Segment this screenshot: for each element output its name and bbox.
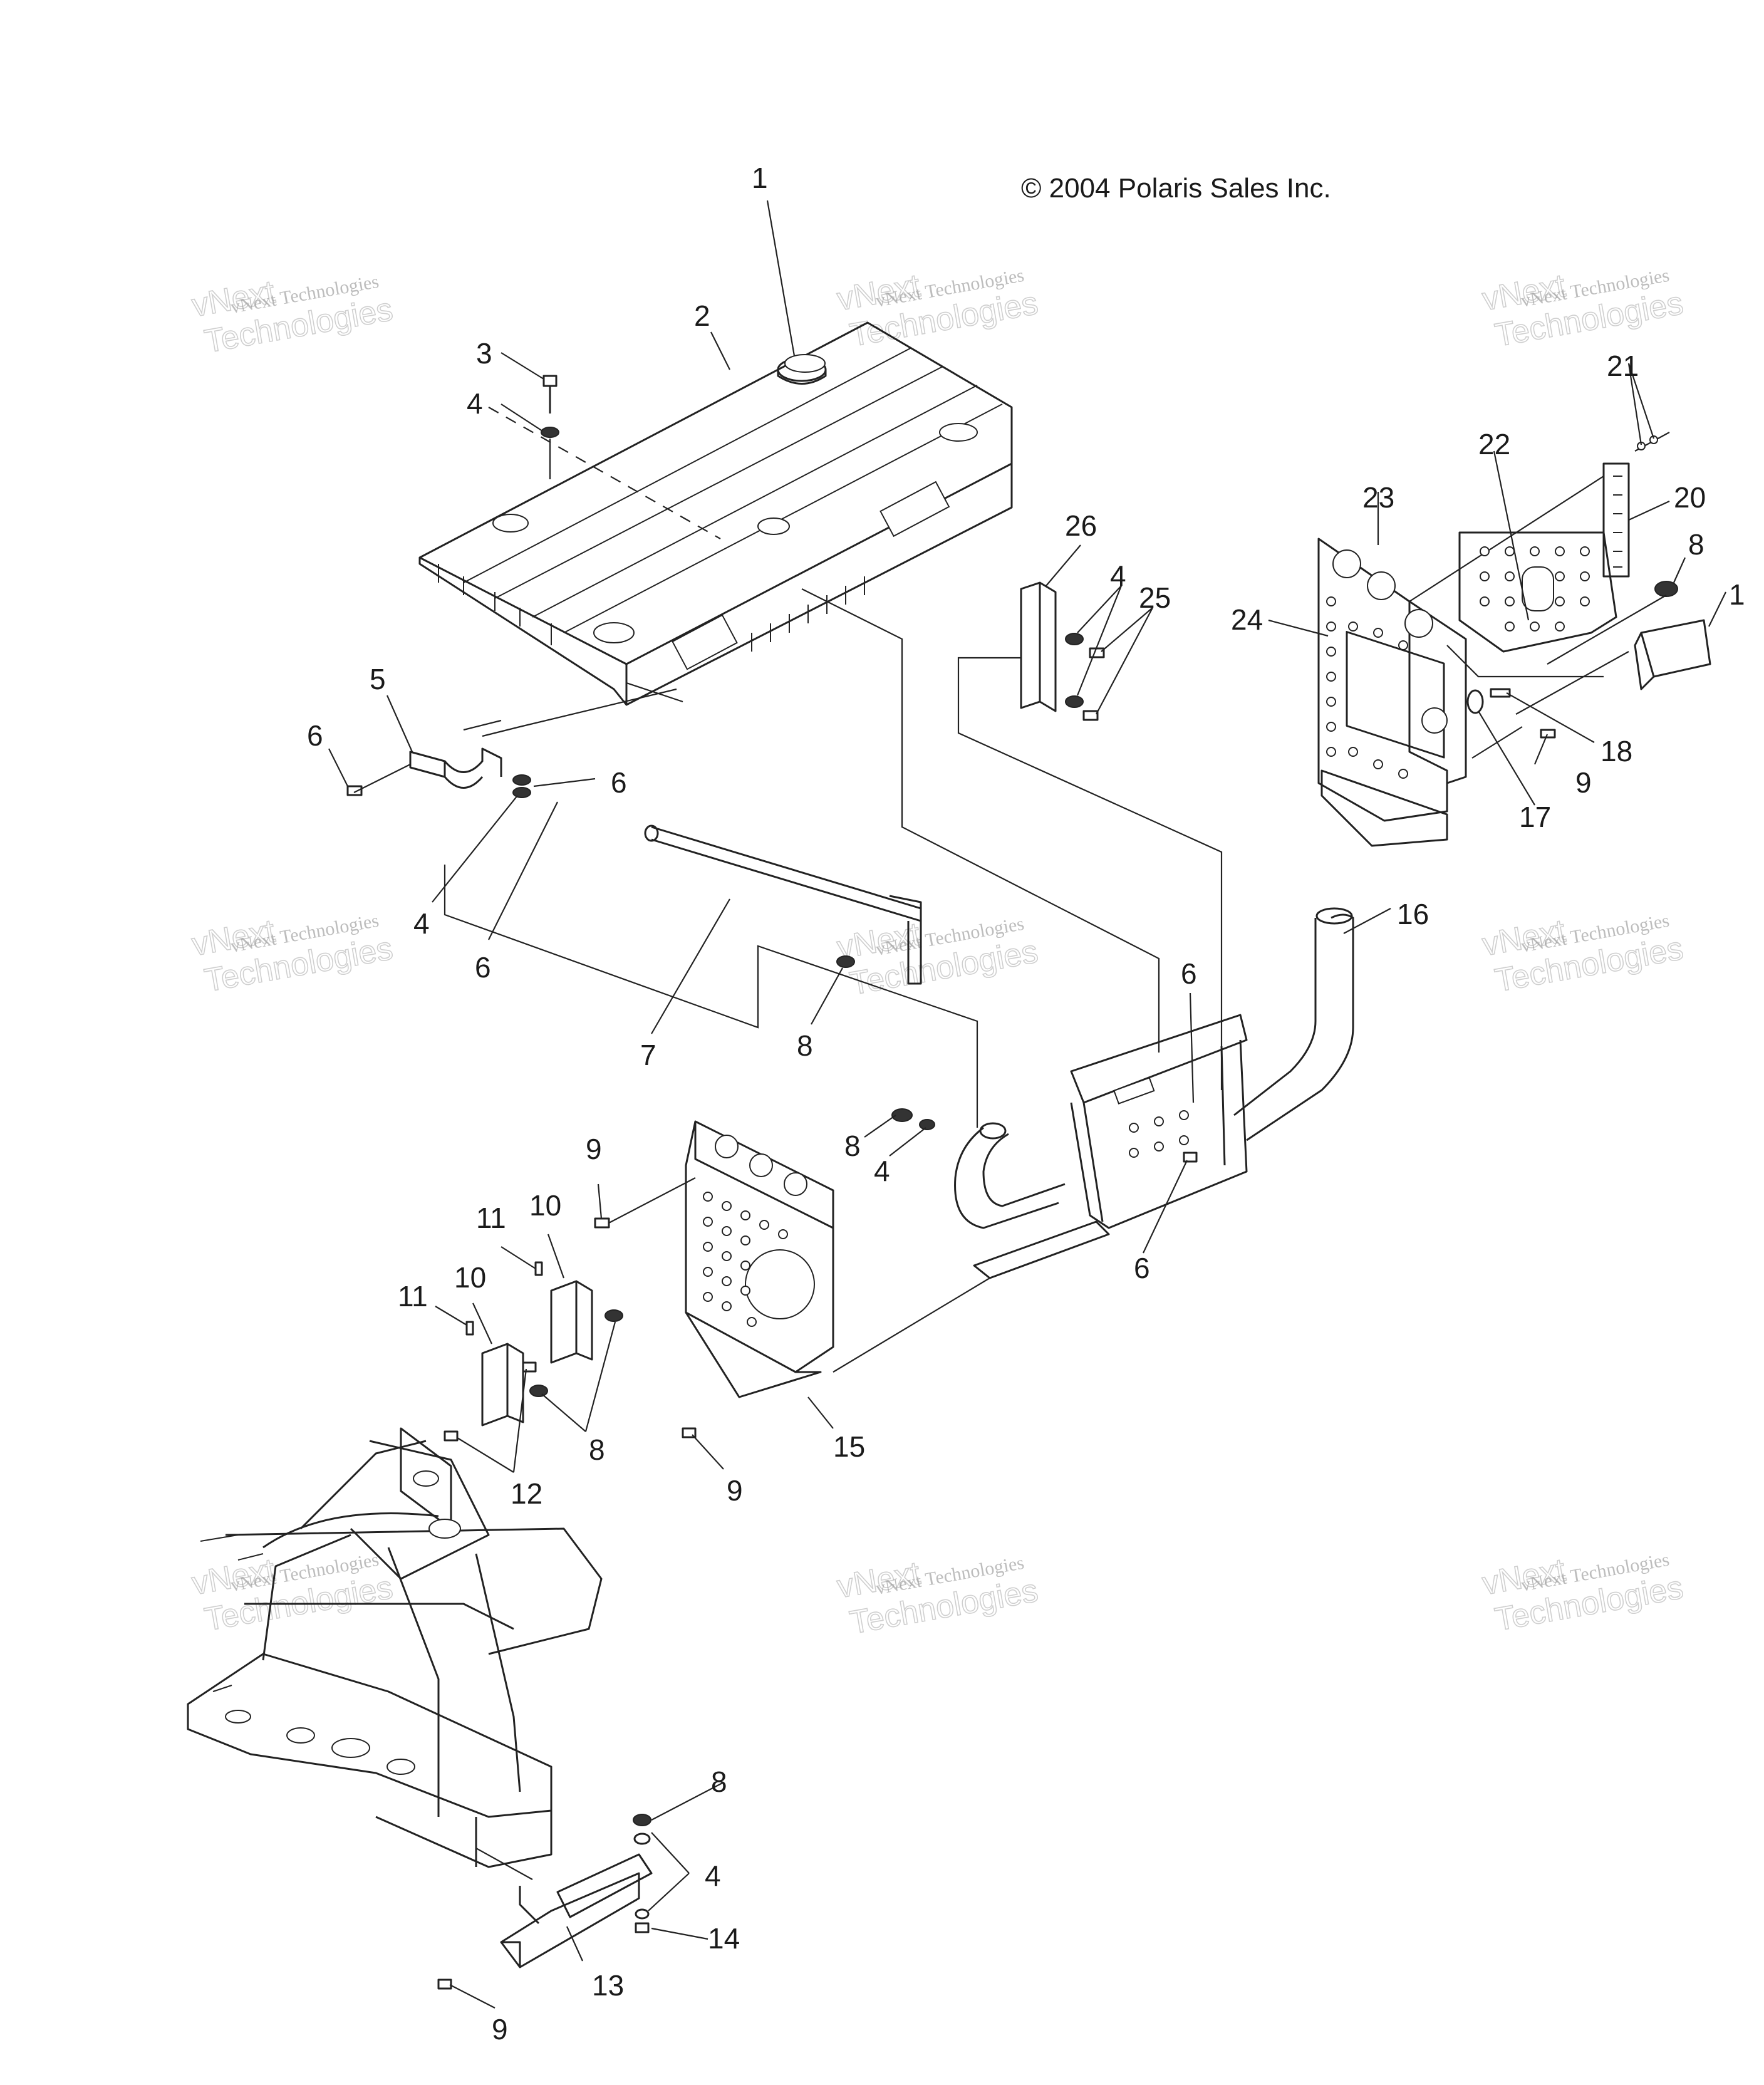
part-rack-plate: [418, 321, 1160, 1053]
callout-label: 23: [1362, 481, 1394, 514]
callout-label: 6: [611, 766, 627, 799]
callout-label: 16: [1397, 898, 1429, 930]
callout-label: 22: [1478, 428, 1510, 460]
part-taillight-19: [1515, 581, 1711, 715]
callout-label: 9: [727, 1474, 743, 1507]
callout-label: 4: [413, 907, 430, 940]
copyright-notice: © 2004 Polaris Sales Inc.: [1021, 173, 1331, 204]
part-front-rack-16: [833, 907, 1354, 1373]
callout-label: 20: [1674, 481, 1706, 514]
callout-label: 9: [1575, 766, 1592, 799]
part-clamp-5: [346, 688, 677, 798]
callout-label: 8: [1688, 528, 1704, 561]
callout-label: 6: [1181, 957, 1197, 990]
callout-label: 11: [398, 1280, 428, 1313]
callout-label: 4: [1110, 559, 1126, 592]
callout-label: 10: [454, 1261, 486, 1294]
callout-label: 9: [492, 2013, 508, 2046]
callout-label: 24: [1231, 603, 1263, 636]
bracket-holes: [1326, 596, 1408, 779]
part-bolt-3: [541, 375, 559, 479]
callout-label: 6: [1134, 1252, 1150, 1284]
part-main-frame: [187, 1427, 603, 1880]
callout-label: 10: [529, 1189, 561, 1222]
part-bracket-26: [957, 581, 1223, 1090]
callout-label: 5: [370, 663, 386, 695]
callout-label: 8: [711, 1765, 727, 1798]
callout-label: 8: [797, 1029, 813, 1062]
callout-label: 12: [511, 1477, 542, 1510]
hardware-front: [594, 1108, 1198, 1229]
callout-label: 14: [708, 1922, 740, 1955]
callout-label: 26: [1065, 509, 1097, 542]
callout-label: 17: [1519, 801, 1551, 833]
callout-labels: 1 2 3 4 5 6 6 4 6 7 8 26 4 25 16 6 8 4 6…: [307, 162, 1745, 2046]
part-tube-7: [444, 824, 978, 1128]
part-plate-22: [1458, 531, 1617, 653]
callout-label: 9: [586, 1133, 602, 1165]
callout-label: 6: [307, 719, 323, 752]
callout-label: 25: [1139, 581, 1171, 614]
callout-label: 3: [476, 337, 492, 370]
part-light-bracket-23: [1317, 476, 1604, 847]
callout-label: 21: [1607, 350, 1639, 382]
callout-label: 8: [589, 1433, 605, 1466]
callout-label: 6: [475, 951, 491, 984]
callout-label: 4: [705, 1859, 721, 1892]
callout-label: 15: [833, 1430, 865, 1463]
part-strip-20: [1602, 432, 1670, 578]
callout-label: 13: [592, 1969, 624, 2002]
callout-label: 18: [1601, 735, 1632, 767]
callout-label: 1: [1729, 578, 1745, 611]
leader-lines: [328, 200, 1726, 2009]
callout-label: 1: [752, 162, 768, 194]
part-lower-bracket-13: [437, 1814, 653, 1990]
callout-label: 2: [694, 299, 710, 332]
callout-label: 4: [874, 1155, 890, 1187]
callout-label: 7: [640, 1039, 656, 1071]
callout-label: 11: [476, 1202, 506, 1234]
part-skid-plate-15: [682, 1120, 834, 1438]
watermarks: vNext vNext Technologies Technologies vN…: [189, 265, 1686, 1642]
part-brackets-10: [444, 1261, 623, 1442]
callout-label: 4: [467, 387, 483, 420]
callout-label: 8: [844, 1130, 861, 1162]
